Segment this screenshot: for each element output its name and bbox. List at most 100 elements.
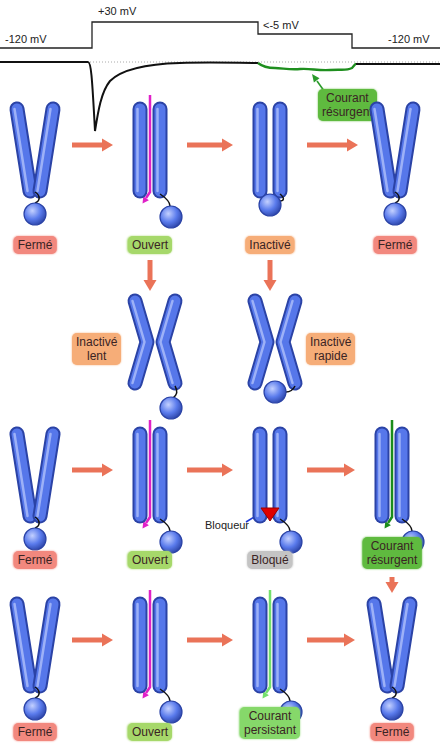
channel-state: Fermé (0, 425, 70, 575)
channel-part (275, 434, 286, 516)
channel-part (136, 109, 139, 191)
channel-part (374, 604, 387, 686)
voltage-label: +30 mV (98, 5, 136, 18)
ion-channel (235, 598, 305, 723)
channel-part (17, 109, 30, 191)
channel-part (286, 386, 295, 392)
channel-part (264, 381, 286, 403)
transition-arrow (307, 464, 355, 477)
resurgent-trace (258, 63, 356, 70)
arrow-shaft (187, 143, 223, 148)
arrow-shaft (72, 638, 103, 643)
channel-part (397, 604, 410, 686)
channel-part (155, 109, 166, 191)
ion-channel (0, 598, 70, 723)
state-label: Courant persistant (240, 707, 300, 739)
channel-part (280, 531, 302, 553)
ion-channel (115, 598, 185, 723)
channel-part (24, 698, 46, 720)
channel-part (273, 109, 288, 191)
channel-part (255, 604, 266, 686)
channel-part (377, 434, 388, 516)
channel-part (35, 517, 39, 528)
state-label: Ouvert (128, 551, 172, 569)
channel-part (384, 203, 406, 225)
state-label: Inactivé rapide (306, 333, 355, 365)
current-trace (356, 63, 440, 65)
channel-part (17, 604, 30, 686)
channel-part (17, 434, 30, 516)
arrow-shaft (148, 260, 153, 281)
channel-part (160, 689, 170, 701)
channel-state: Fermé (357, 595, 427, 745)
channel-state: Inactivé rapide (240, 293, 370, 423)
arrow-head (222, 634, 233, 647)
channel-part (135, 434, 146, 516)
ion-channel (235, 428, 305, 553)
channel-part (276, 604, 279, 686)
arrow-head (264, 280, 277, 291)
channel-part (156, 604, 159, 686)
transition-arrow (72, 634, 113, 647)
callout-box: Courant résurgent (318, 89, 402, 123)
voltage-label: -120 mV (5, 33, 47, 46)
channel-part (40, 604, 53, 686)
channel-part (156, 109, 159, 191)
voltage-label: -120 mV (388, 33, 430, 46)
transition-arrow (187, 139, 233, 152)
channel-state: Courant résurgent (357, 425, 427, 575)
channel-part (38, 109, 51, 191)
arrow-head (102, 634, 113, 647)
channel-part (160, 206, 182, 228)
channel-part (253, 434, 268, 516)
arrow-shaft (390, 577, 395, 583)
channel-part (160, 701, 182, 723)
channel-part (273, 434, 288, 516)
channel-part (160, 194, 170, 206)
arrow-shaft (187, 638, 223, 643)
channel-part (24, 528, 46, 550)
channel-part (38, 434, 51, 516)
blocker-label: Bloqueur (205, 519, 249, 532)
channel-part (253, 301, 265, 383)
channel-state: Inactivé (235, 100, 305, 258)
arrow-head (102, 139, 113, 152)
channel-part (400, 109, 413, 191)
channel-part (397, 604, 410, 686)
state-label: Bloqué (247, 551, 292, 569)
ion-channel (0, 428, 70, 553)
channel-part (273, 604, 288, 686)
channel-part (255, 434, 266, 516)
channel-part (256, 604, 259, 686)
channel-part (15, 434, 28, 516)
channel-part (397, 434, 408, 516)
channel-part (395, 604, 408, 686)
voltage-label: <-5 mV (263, 19, 299, 32)
arrow-head (386, 582, 399, 593)
channel-part (398, 434, 401, 516)
arrow-head (347, 139, 358, 152)
ion-channel (115, 428, 185, 553)
state-label: Fermé (374, 236, 417, 254)
state-label: Fermé (14, 723, 57, 741)
ion-channel (360, 103, 430, 228)
channel-part (133, 434, 148, 516)
channel-part (392, 687, 396, 698)
channel-part (400, 109, 413, 191)
channel-part (377, 109, 390, 191)
channel-state: Ouvert (115, 425, 185, 575)
state-label: Courant résurgent (318, 89, 377, 121)
transition-arrow (386, 577, 399, 593)
arrow-shaft (268, 260, 273, 281)
channel-part (136, 604, 139, 686)
channel-part (375, 434, 390, 516)
channel-part (161, 301, 173, 383)
channel-part (17, 109, 30, 191)
channel-part (133, 301, 145, 383)
transition-arrow (264, 260, 277, 291)
channel-state: Fermé (0, 595, 70, 745)
transition-arrow (187, 464, 233, 477)
channel-part (402, 519, 412, 531)
channel-part (136, 434, 139, 516)
arrow-shaft (187, 468, 223, 473)
